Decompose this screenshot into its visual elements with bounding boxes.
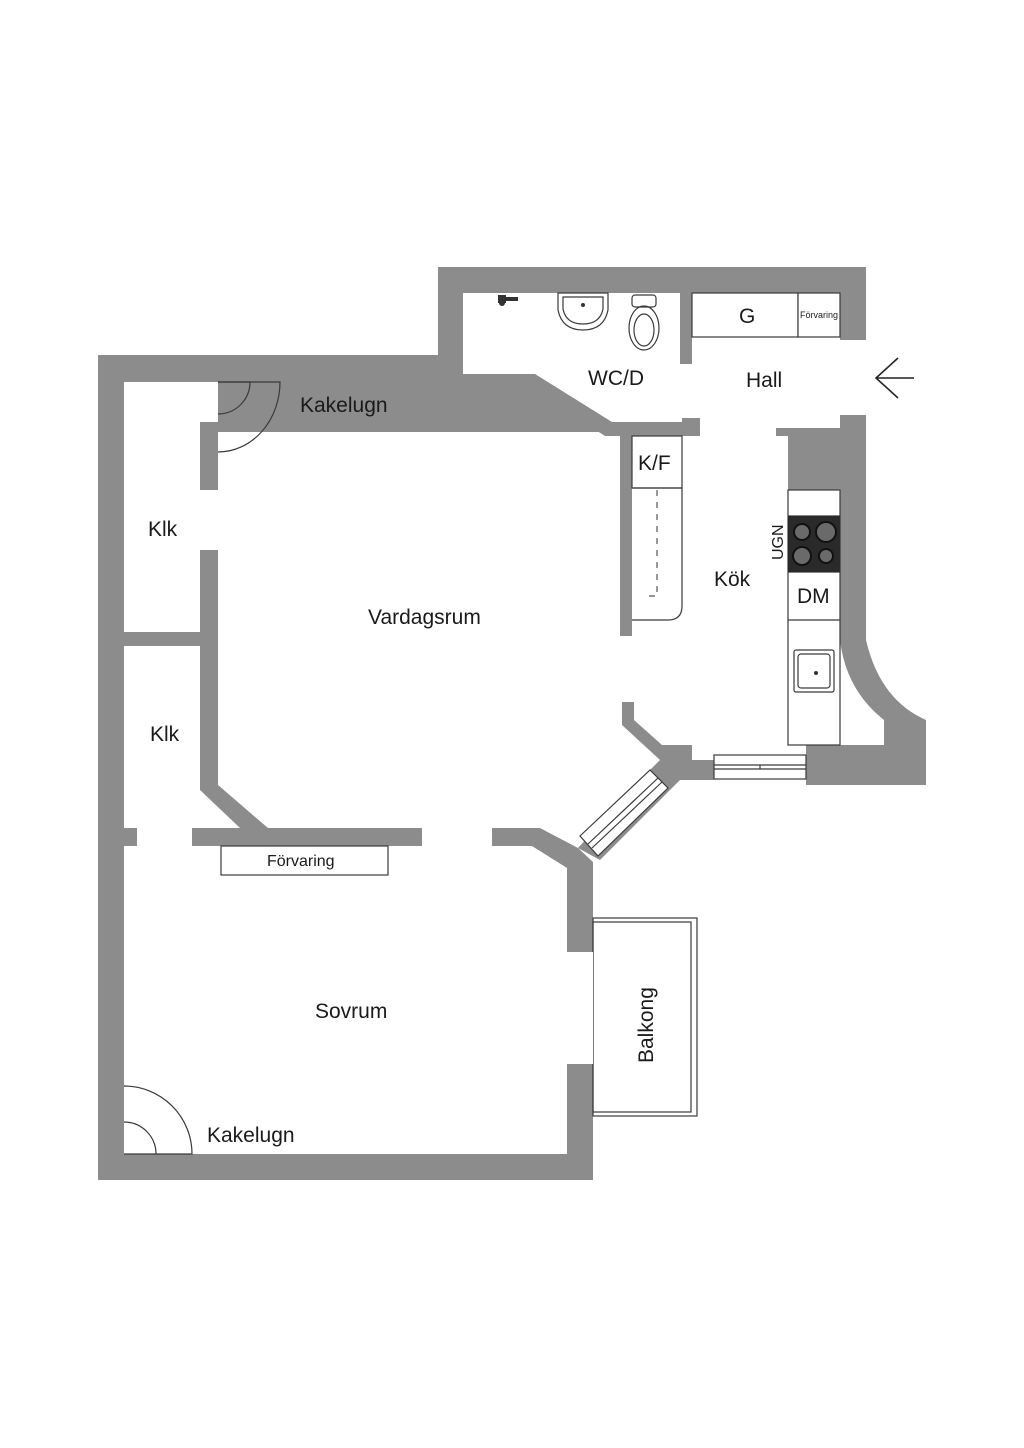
garderob-box — [691, 292, 799, 338]
fridge-counter — [632, 487, 683, 621]
bedroom-forvaring-box — [220, 845, 389, 876]
entrance-jamb — [840, 415, 866, 428]
klk-mid-wall — [124, 550, 218, 646]
room-label-vardagsrum: Vardagsrum — [368, 606, 481, 629]
balcony — [592, 917, 698, 1117]
labels: WC/D Hall Kök Vardagsrum Sovrum Klk Klk … — [148, 305, 838, 1147]
alcove-wall — [218, 355, 438, 382]
shower-tap-icon — [498, 295, 518, 306]
room-label-balkong: Balkong — [635, 987, 658, 1063]
washbasin-icon — [557, 292, 609, 331]
bedroom-right-wall — [492, 828, 593, 952]
kitchen-right-wall — [776, 415, 926, 785]
klk-lower-wall — [192, 646, 422, 846]
label-forvaring-bedroom: Förvaring — [267, 853, 335, 870]
outer-wall — [98, 267, 866, 1180]
bath-hall-divider — [680, 293, 692, 364]
balcony-door — [579, 769, 669, 857]
room-label-kok: Kök — [714, 568, 751, 591]
arrow-left-icon — [874, 357, 914, 399]
hall-forvaring-box — [797, 292, 841, 338]
stove-icon — [788, 516, 840, 572]
tiled-stove-icon — [217, 381, 281, 453]
label-kakelugn-upper: Kakelugn — [300, 394, 388, 417]
balcony-opening — [567, 952, 593, 1064]
label-kakelugn-lower: Kakelugn — [207, 1124, 295, 1147]
room-label-hall: Hall — [746, 369, 782, 392]
label-kyl-frys: K/F — [638, 452, 671, 475]
room-label-klk-upper: Klk — [148, 518, 178, 541]
counter-dash — [646, 490, 658, 597]
room-label-sovrum: Sovrum — [315, 1000, 387, 1023]
kitchen-window — [713, 754, 807, 780]
room-label-wcd: WC/D — [588, 367, 644, 390]
label-diskmaskin: DM — [797, 585, 830, 608]
living-top-wall — [218, 374, 463, 382]
klk-upper-wall — [200, 422, 218, 490]
label-forvaring-hall: Förvaring — [800, 310, 838, 320]
room-label-klk-lower: Klk — [150, 723, 180, 746]
label-garderob: G — [739, 305, 755, 328]
toilet-icon — [628, 294, 660, 351]
fixtures — [123, 292, 914, 1155]
tiled-stove-icon — [123, 1085, 193, 1155]
label-ugn: UGN — [770, 524, 787, 560]
sink-icon — [793, 649, 835, 693]
klk-stub — [124, 828, 137, 846]
fridge-box — [631, 435, 683, 489]
